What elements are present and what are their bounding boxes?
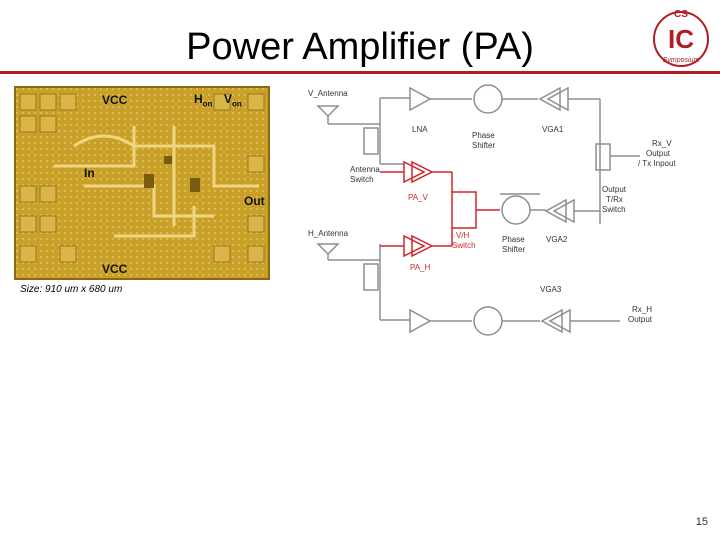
antenna-switch-line2: Switch: [350, 175, 374, 184]
vcc-bottom-label: VCC: [102, 262, 128, 276]
page-number: 15: [695, 516, 708, 528]
vh-switch-line2: Switch: [452, 241, 476, 250]
h-on-text: H: [194, 92, 203, 106]
antenna-switch-line1: Antenna: [350, 165, 380, 174]
phase-shifter-1-line2: Shifter: [472, 141, 495, 150]
pa-v-label: PA_V: [408, 193, 429, 202]
h-on-label: Hon: [194, 92, 212, 108]
lna-label: LNA: [412, 125, 428, 134]
logo-top-text: CS: [674, 9, 688, 20]
logo-center-text: IC: [668, 24, 694, 54]
v-on-subscript: on: [232, 99, 242, 109]
phase-shifter-1-line1: Phase: [472, 131, 495, 140]
phase-shifter-2-line1: Phase: [502, 235, 525, 244]
logo-ring-text: Symposium: [663, 57, 700, 64]
h-on-subscript: on: [202, 99, 213, 109]
title-divider: [0, 71, 720, 74]
pa-chip-micrograph: [14, 86, 270, 280]
vga2-label: VGA2: [546, 235, 568, 244]
rx-v-output-line2: Output: [646, 149, 671, 158]
rx-h-output-line1: Rx_H: [632, 305, 652, 314]
output-switch-line1: Output: [602, 185, 627, 194]
out-label: Out: [244, 194, 265, 208]
vga3-label: VGA3: [540, 285, 562, 294]
phased-array-block-diagram: V_Antenna H_Antenna LNA Phase Shifter VG…: [308, 84, 676, 336]
pa-h-label: PA_H: [410, 263, 431, 272]
size-caption: Size: 910 um x 680 um: [20, 284, 123, 295]
v-on-text: V: [224, 92, 233, 106]
phase-shifter-2-line2: Shifter: [502, 245, 525, 254]
in-label: In: [84, 166, 95, 180]
slide-title: Power Amplifier (PA): [186, 26, 534, 68]
v-on-label: Von: [224, 92, 242, 108]
h-antenna-label: H_Antenna: [308, 229, 349, 238]
output-switch-line2: T/Rx: [606, 195, 623, 204]
cs-ic-symposium-logo: CS IC Symposium: [653, 9, 709, 67]
vh-switch-line1: V/H: [456, 231, 470, 240]
rx-h-output-line2: Output: [628, 315, 653, 324]
rx-v-output-line3: / Tx Inpout: [638, 159, 676, 168]
output-switch-line3: Switch: [602, 205, 626, 214]
rx-v-output-line1: Rx_V: [652, 139, 672, 148]
v-antenna-label: V_Antenna: [308, 89, 348, 98]
vcc-top-label: VCC: [102, 93, 128, 107]
vga1-label: VGA1: [542, 125, 564, 134]
